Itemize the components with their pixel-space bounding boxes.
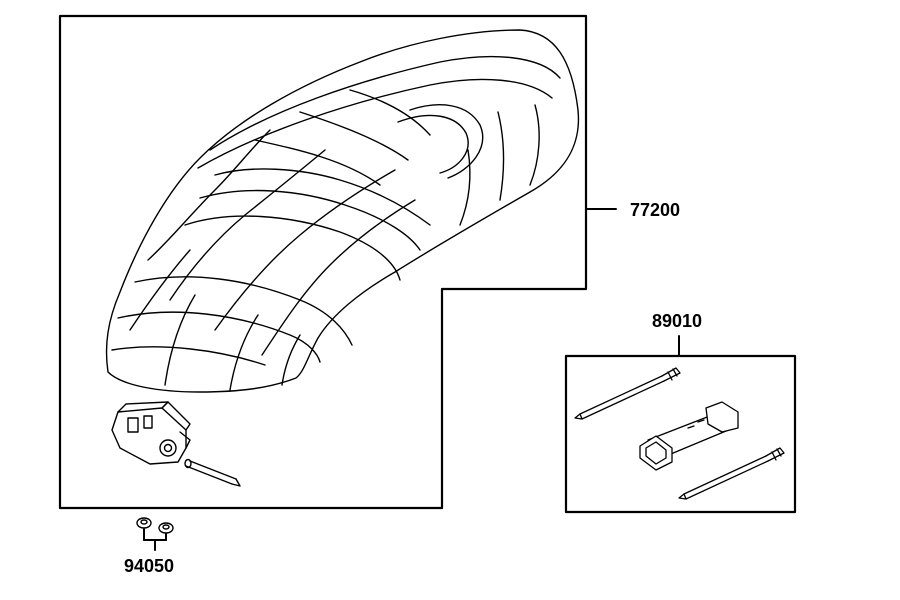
seat-illustration	[105, 29, 580, 393]
part-number-94050: 94050	[124, 556, 174, 576]
tool-kit-frame	[564, 354, 797, 514]
grommets-illustration	[136, 517, 174, 534]
seat-group-frame	[58, 14, 588, 510]
screwdriver-lower	[678, 447, 785, 500]
screwdriver-upper	[574, 367, 681, 420]
lock-pin	[184, 458, 241, 487]
part-number-89010: 89010	[652, 311, 702, 331]
part-number-77200: 77200	[630, 200, 680, 220]
seat-lock	[111, 401, 191, 465]
leader-bracket-94050	[143, 528, 167, 551]
socket-wrench	[639, 401, 739, 471]
